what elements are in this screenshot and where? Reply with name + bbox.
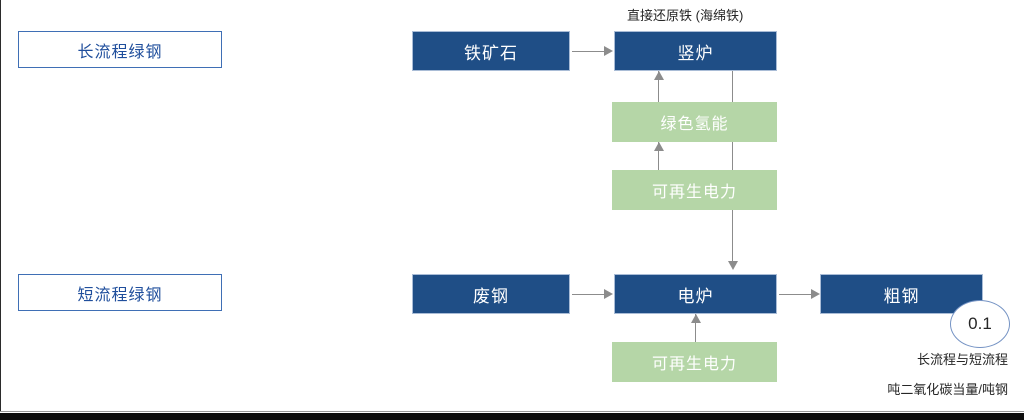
connector-renewable-power-to-electric-furnace — [695, 314, 696, 344]
annotation-dri-label: 直接还原铁 (海绵铁) — [627, 8, 744, 23]
input-box-renewable-power-top-label: 可再生电力 — [651, 184, 737, 201]
process-box-scrap-steel-label: 废钢 — [473, 286, 509, 306]
input-box-renewable-power-bottom-label: 可再生电力 — [651, 356, 737, 373]
value-bubble-emission-intensity: 0.1 — [950, 300, 1010, 348]
connector-green-hydrogen-to-shaft-furnace — [658, 71, 659, 102]
process-box-electric-furnace: 电炉 — [614, 274, 777, 314]
value-bubble-emission-intensity-value: 0.1 — [968, 314, 992, 333]
arrow-head-iron-ore-to-shaft-furnace — [604, 46, 613, 56]
connector-renewable-power-to-green-hydrogen — [658, 142, 659, 172]
row-label-short-route-text: 短流程绿钢 — [77, 286, 163, 304]
row-label-short-route: 短流程绿钢 — [18, 274, 222, 311]
process-box-electric-furnace-label: 电炉 — [677, 286, 714, 306]
process-box-crude-steel-label: 粗钢 — [883, 286, 920, 306]
arrow-head-shaft-furnace-to-electric-furnace — [728, 261, 738, 270]
annotation-route-comparison: 长流程与短流程 — [916, 352, 1008, 367]
input-box-renewable-power-top: 可再生电力 — [612, 170, 777, 210]
slide-left-rule — [0, 0, 1, 412]
arrow-head-renewable-power-to-electric-furnace — [691, 314, 701, 323]
row-label-long-route: 长流程绿钢 — [18, 31, 222, 68]
process-box-iron-ore: 铁矿石 — [412, 31, 570, 71]
connector-iron-ore-to-shaft-furnace — [572, 51, 606, 52]
input-box-renewable-power-bottom: 可再生电力 — [612, 342, 777, 382]
arrow-head-scrap-steel-to-electric-furnace — [604, 289, 613, 299]
process-box-shaft-furnace: 竖炉 — [614, 31, 777, 71]
slide-bottom-rule — [0, 411, 1024, 412]
input-box-green-hydrogen: 绿色氢能 — [612, 102, 777, 142]
arrow-head-green-hydrogen-to-shaft-furnace — [654, 71, 664, 80]
connector-shaft-furnace-to-electric-furnace — [732, 71, 733, 268]
connector-scrap-steel-to-electric-furnace — [572, 294, 606, 295]
connector-electric-furnace-to-crude-steel — [779, 294, 813, 295]
process-box-scrap-steel: 废钢 — [412, 274, 570, 314]
row-label-long-route-text: 长流程绿钢 — [77, 43, 163, 61]
annotation-unit-label: 吨二氧化碳当量/吨钢 — [887, 382, 1008, 397]
process-box-iron-ore-label: 铁矿石 — [464, 43, 518, 63]
process-box-crude-steel: 粗钢 — [820, 274, 983, 314]
slide-bottom-bar — [0, 413, 1024, 420]
process-box-shaft-furnace-label: 竖炉 — [677, 43, 714, 63]
input-box-green-hydrogen-label: 绿色氢能 — [660, 116, 729, 133]
arrow-head-renewable-power-to-green-hydrogen — [654, 142, 664, 151]
arrow-head-electric-furnace-to-crude-steel — [811, 289, 820, 299]
